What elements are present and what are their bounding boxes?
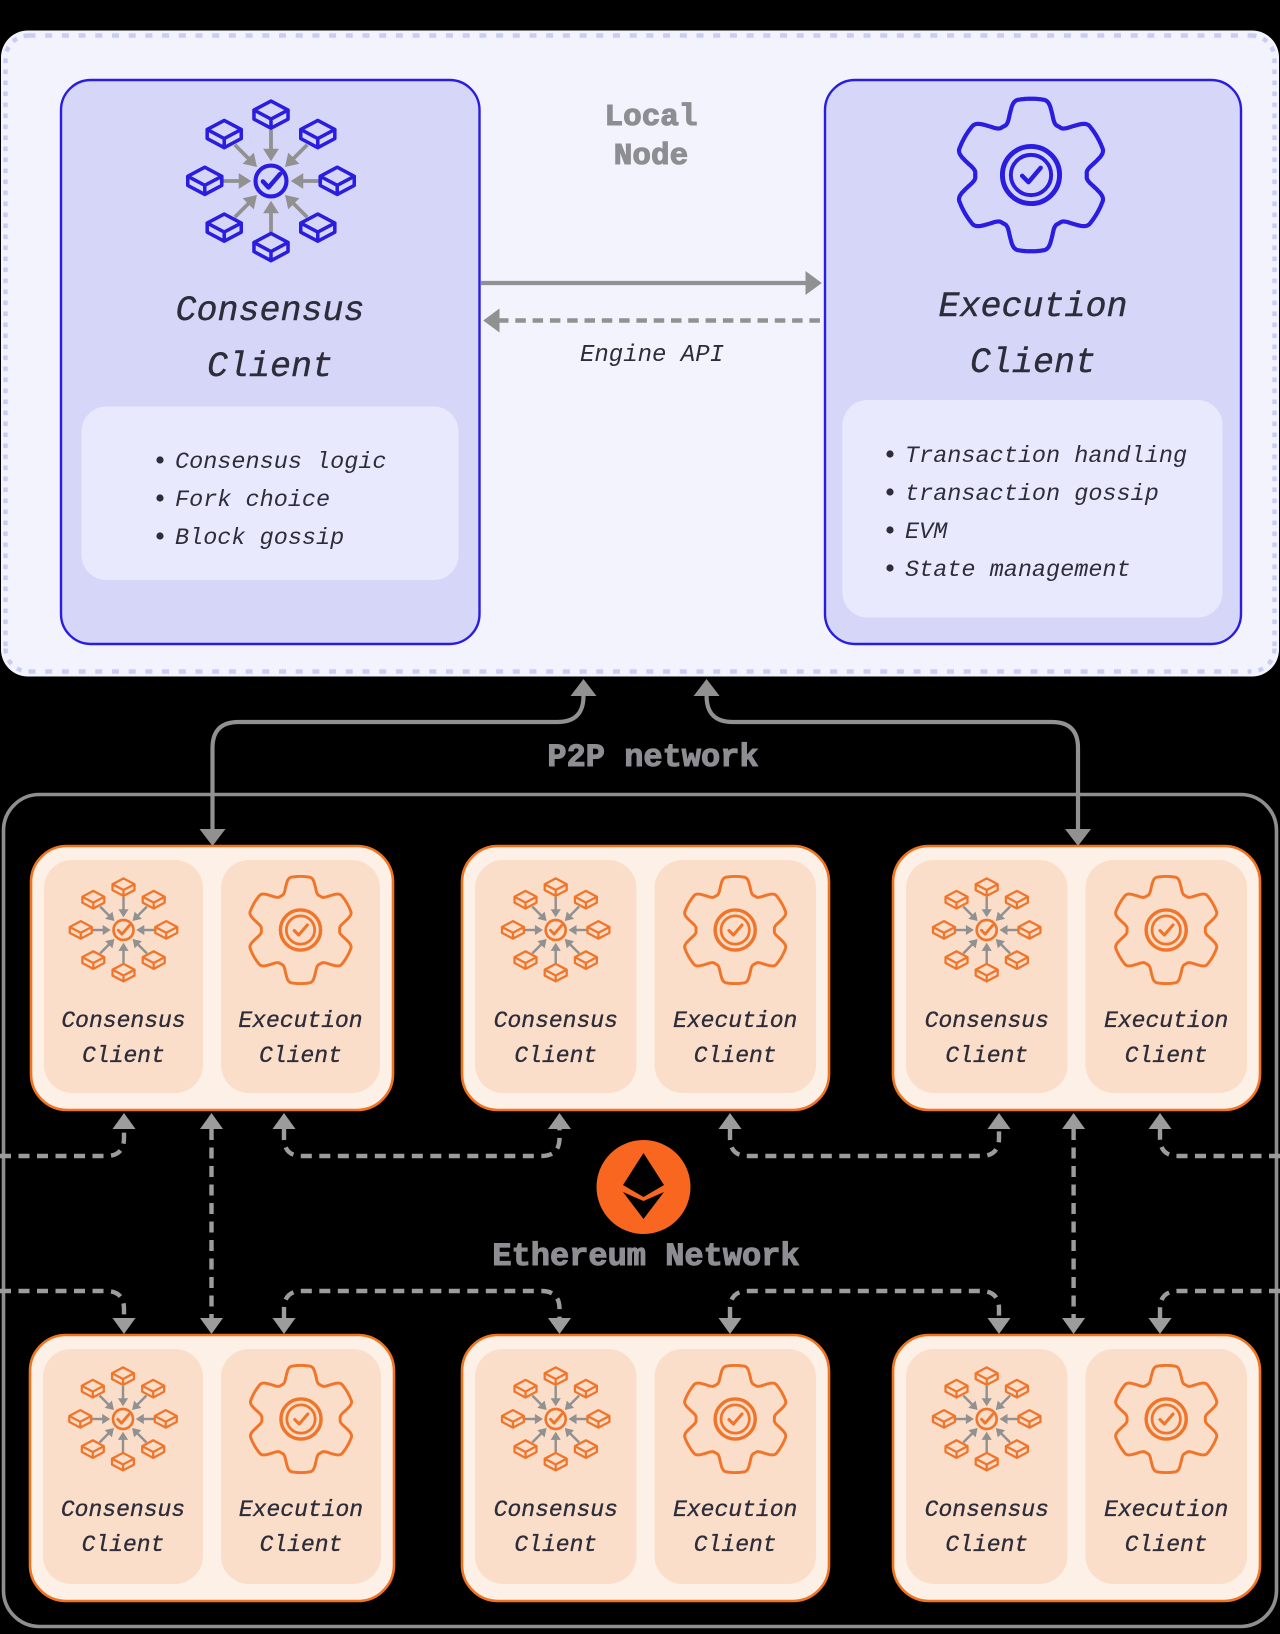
svg-text:Execution: Execution <box>239 1497 363 1523</box>
svg-text:Client: Client <box>260 1532 343 1558</box>
svg-text:Ethereum Network: Ethereum Network <box>492 1238 799 1275</box>
svg-text:Client: Client <box>945 1532 1028 1558</box>
svg-text:EVM: EVM <box>905 519 948 546</box>
svg-text:Client: Client <box>694 1532 777 1558</box>
svg-text:Client: Client <box>514 1532 597 1558</box>
svg-text:Execution: Execution <box>673 1008 797 1034</box>
svg-text:Execution: Execution <box>938 287 1127 327</box>
svg-text:Consensus: Consensus <box>494 1497 618 1523</box>
svg-text:Client: Client <box>82 1043 165 1069</box>
svg-text:Consensus: Consensus <box>494 1008 618 1034</box>
svg-text:Execution: Execution <box>238 1008 362 1034</box>
svg-text:Block gossip: Block gossip <box>175 525 344 552</box>
svg-text:Client: Client <box>1125 1043 1208 1069</box>
svg-text:Fork choice: Fork choice <box>175 487 330 514</box>
svg-text:Client: Client <box>259 1043 342 1069</box>
svg-text:Node: Node <box>614 139 688 174</box>
svg-text:Client: Client <box>970 343 1096 383</box>
svg-text:Execution: Execution <box>673 1497 797 1523</box>
svg-text:Consensus: Consensus <box>61 1008 185 1034</box>
svg-text:Consensus: Consensus <box>925 1497 1049 1523</box>
svg-text:Client: Client <box>514 1043 597 1069</box>
svg-text:Client: Client <box>82 1532 165 1558</box>
svg-text:Client: Client <box>945 1043 1028 1069</box>
svg-text:Consensus: Consensus <box>175 291 364 331</box>
svg-text:Engine API: Engine API <box>580 342 724 369</box>
svg-text:Consensus: Consensus <box>61 1497 185 1523</box>
svg-text:Consensus: Consensus <box>925 1008 1049 1034</box>
svg-text:Local: Local <box>604 100 697 135</box>
svg-text:Client: Client <box>694 1043 777 1069</box>
svg-text:Execution: Execution <box>1104 1497 1228 1523</box>
svg-text:Client: Client <box>1125 1532 1208 1558</box>
svg-text:Client: Client <box>207 347 333 387</box>
svg-text:Consensus logic: Consensus logic <box>175 449 387 476</box>
svg-text:Transaction handling: Transaction handling <box>905 443 1187 470</box>
svg-text:P2P network: P2P network <box>547 739 758 776</box>
svg-text:transaction gossip: transaction gossip <box>905 481 1159 508</box>
svg-text:Execution: Execution <box>1104 1008 1228 1034</box>
svg-text:State management: State management <box>905 557 1131 584</box>
